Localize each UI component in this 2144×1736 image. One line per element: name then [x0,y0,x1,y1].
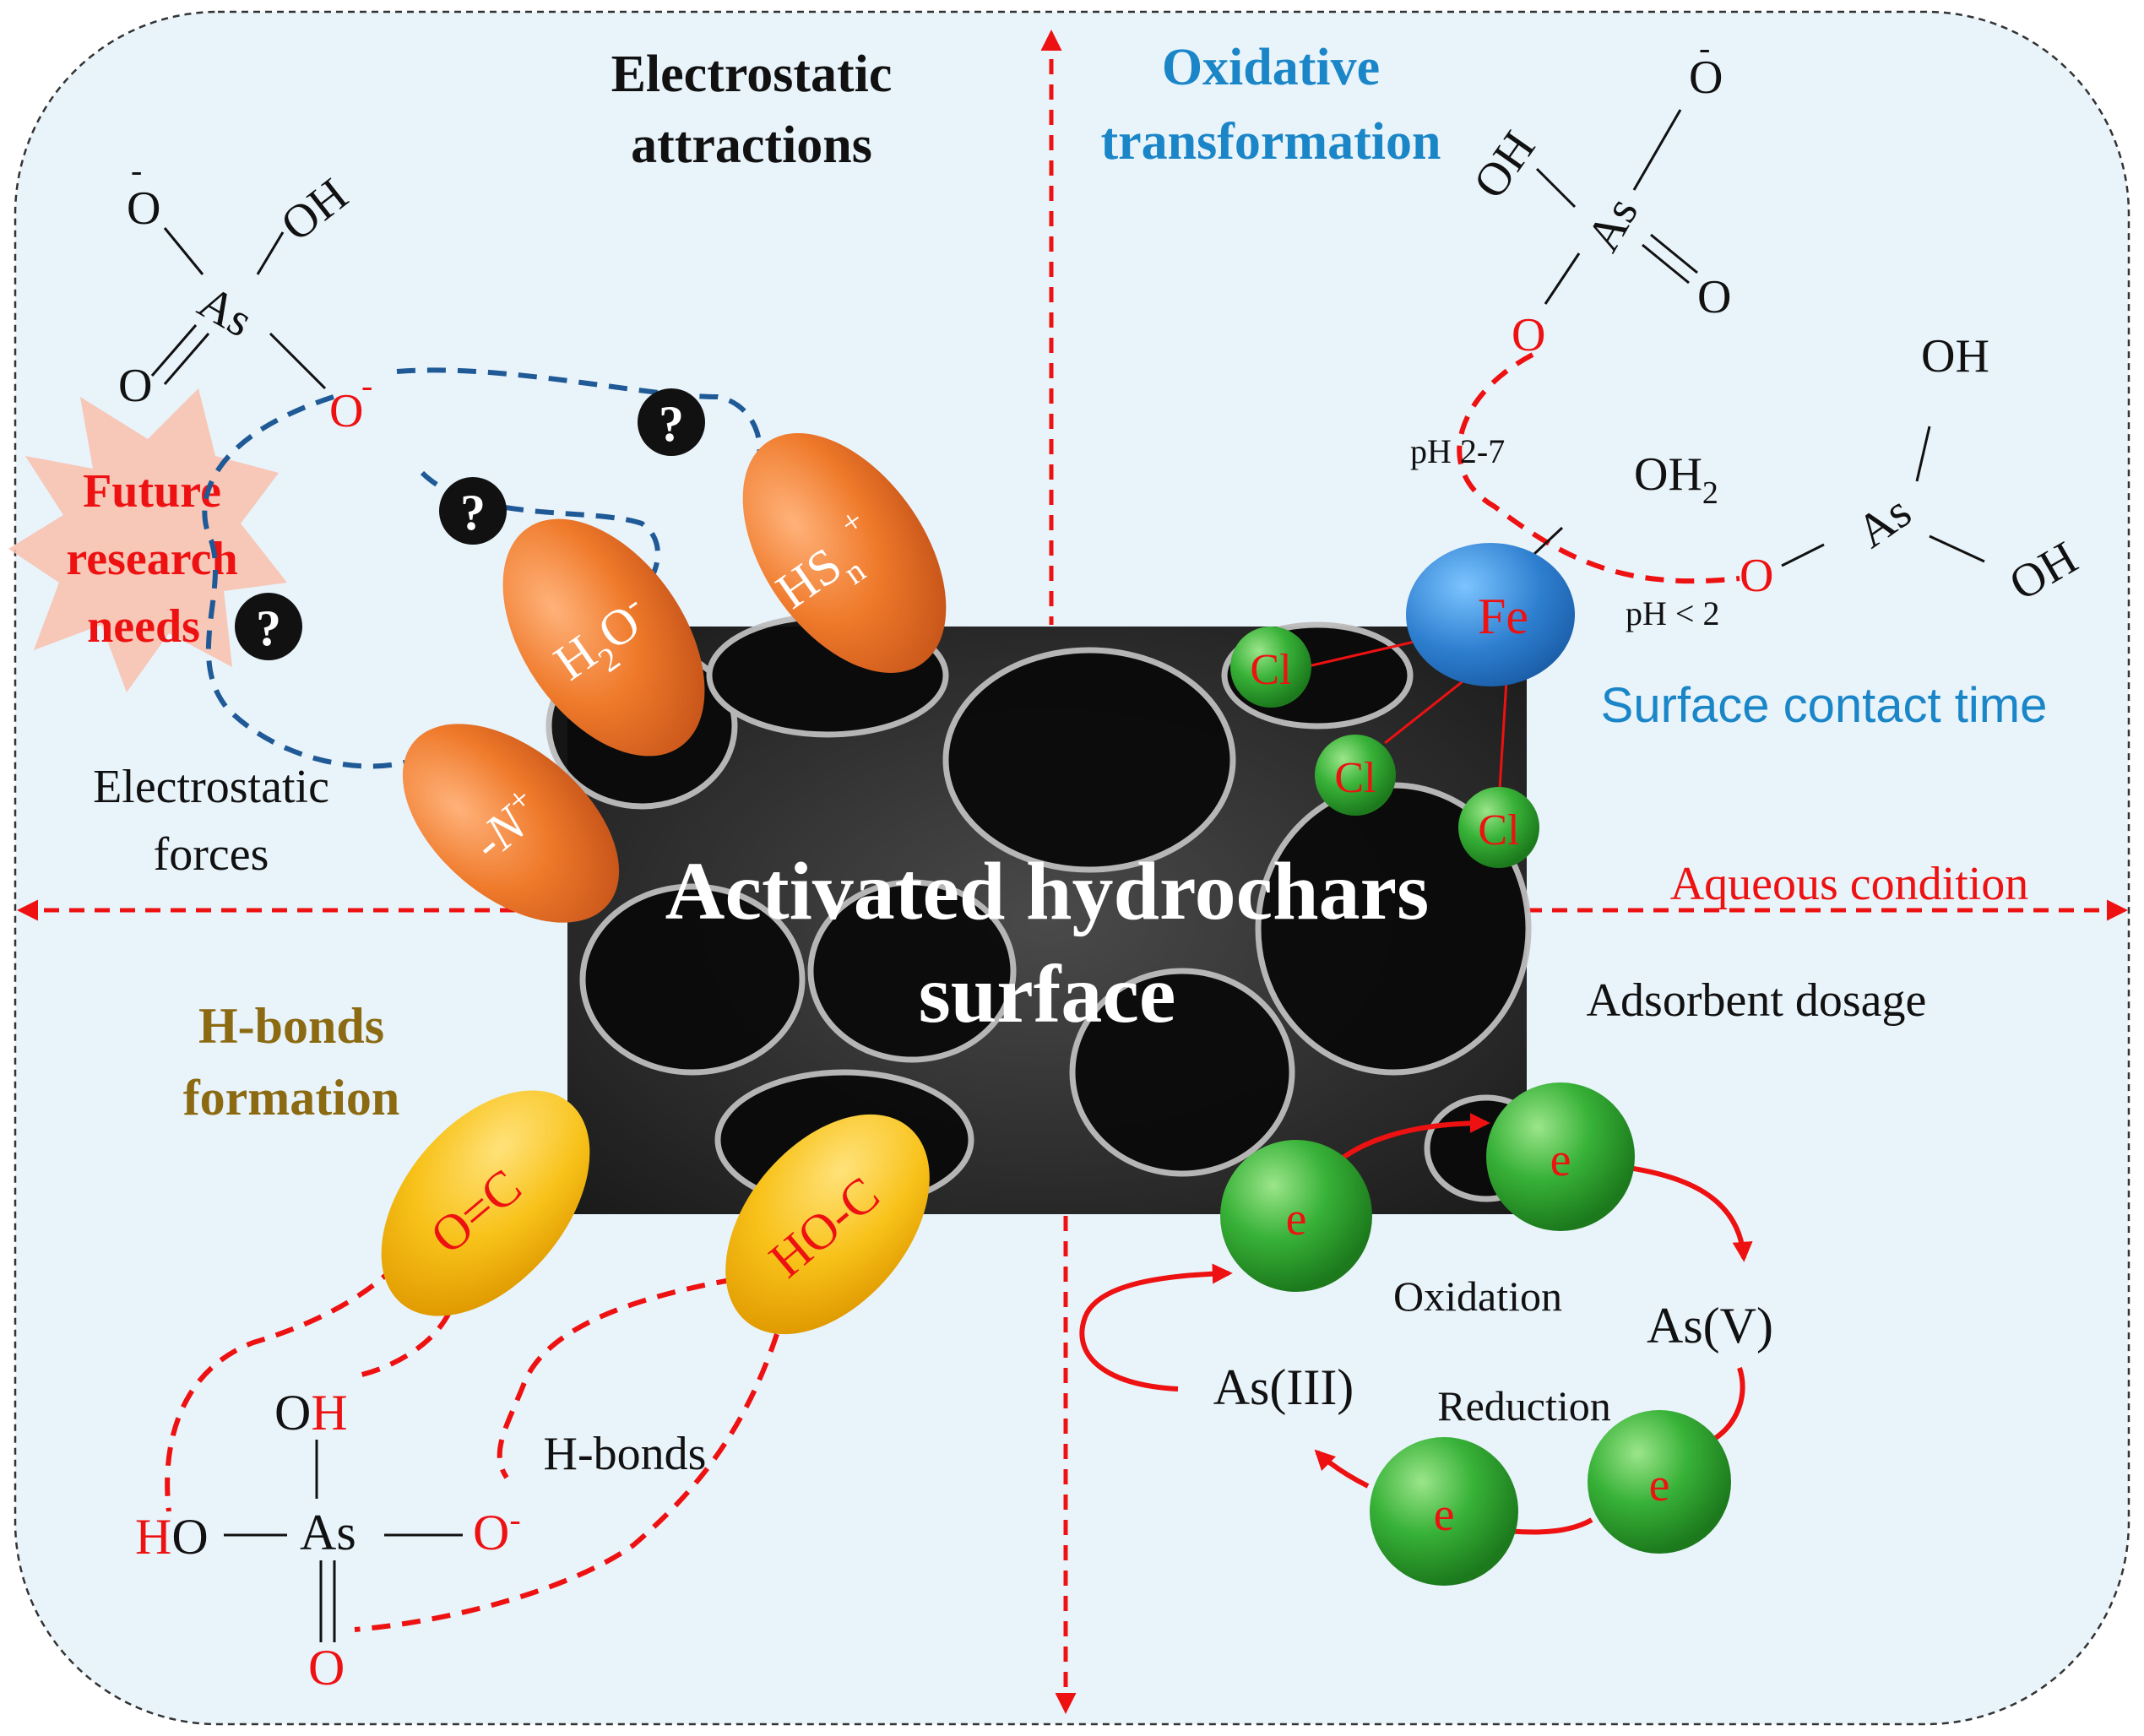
electrostatic-forces-line2: forces [154,828,269,881]
as-v-label: As(V) [1647,1298,1773,1354]
fe-ellipse: Fe [1406,543,1575,686]
adsorbent-dosage-label: Adsorbent dosage [1587,974,1927,1027]
question-mark-2: ? [439,477,507,545]
sem-surface-image [545,613,1549,1214]
svg-text:-: - [1699,29,1710,67]
electron-3: e [1588,1410,1731,1554]
center-title-line2: surface [919,949,1176,1040]
svg-text:O: O [127,182,160,235]
electron-2: e [1486,1082,1635,1231]
cl-atom-1: Cl [1230,627,1311,708]
svg-text:Cl: Cl [1250,646,1291,694]
surface-contact-time-label: Surface contact time [1601,678,2048,733]
svg-text:O: O [1697,271,1731,323]
svg-text:O: O [308,1640,345,1695]
svg-text:O-: O- [473,1500,521,1560]
hbonds-title-line1: H-bonds [198,998,384,1054]
question-mark-1: ? [638,388,705,456]
electrostatic-title-line2: attractions [631,117,872,174]
svg-text:Fe: Fe [1478,589,1528,644]
cl-atom-2: Cl [1315,735,1396,816]
group-oc-ellipse: O=C [381,1090,590,1316]
svg-text:O: O [1689,52,1723,104]
svg-text:HO: HO [135,1509,209,1565]
arsenate-bonds-electrostatic [150,227,327,390]
arsenate-molecule-hbonds: OH HO As O- O [135,1385,521,1695]
electron-4: e [1370,1437,1518,1586]
electron-1: e [1220,1140,1372,1292]
oh2-label: OH2 [1634,448,1718,511]
svg-text:Cl: Cl [1334,754,1376,802]
oxidation-label: Oxidation [1393,1272,1562,1320]
question-mark-3: ? [235,593,302,660]
electrostatic-forces-line1: Electrostatic [93,761,329,813]
svg-text:?: ? [256,600,281,656]
svg-text:?: ? [460,485,486,540]
svg-text:-: - [131,151,142,189]
axis-arrows [17,30,2128,1714]
svg-text:e: e [1649,1459,1670,1511]
svg-text:e: e [1286,1193,1307,1245]
arsenate-bonds-oxidative [1535,109,1698,305]
electrostatic-title-line1: Electrostatic [611,46,893,103]
svg-text:O: O [329,385,363,437]
future-research-line3: needs [87,600,200,653]
hbonds-label: H-bonds [544,1428,707,1480]
as-iii-label: As(III) [1213,1359,1354,1415]
svg-text:OH: OH [1921,330,1989,382]
svg-text:OH: OH [274,1385,348,1440]
cl-atom-3: Cl [1458,787,1539,868]
oxidative-title-line2: transformation [1101,113,1441,171]
svg-text:O: O [118,360,152,412]
arsenate-bonds-hbonds [224,1440,463,1642]
future-research-starburst [8,388,287,692]
ph-label-2-7: pH 2-7 [1410,432,1505,470]
svg-text:-: - [361,366,372,404]
reduction-label: Reduction [1437,1382,1611,1429]
group-h2o-ellipse: H2O- [502,518,705,757]
arsenite-bonds-oxidative [1781,426,1985,567]
svg-text:e: e [1550,1134,1571,1186]
svg-text:O: O [1512,309,1545,361]
svg-text:O: O [1740,550,1773,602]
group-n-ellipse: -N+ [402,724,620,923]
group-hoc-ellipse: HO-C [725,1114,930,1335]
oxidative-bridge-curve [1457,352,1740,584]
svg-text:Cl: Cl [1478,806,1519,854]
svg-text:e: e [1434,1489,1455,1541]
svg-text:As: As [300,1505,356,1560]
future-research-line1: Future [83,465,221,518]
oxidative-title-line1: Oxidative [1162,39,1380,96]
aqueous-condition-label: Aqueous condition [1670,858,2029,910]
ph-label-less-2: pH < 2 [1626,594,1719,632]
hbonds-title-line2: formation [183,1070,400,1126]
svg-text:?: ? [659,396,684,452]
center-title-line1: Activated hydrochars [665,846,1430,937]
